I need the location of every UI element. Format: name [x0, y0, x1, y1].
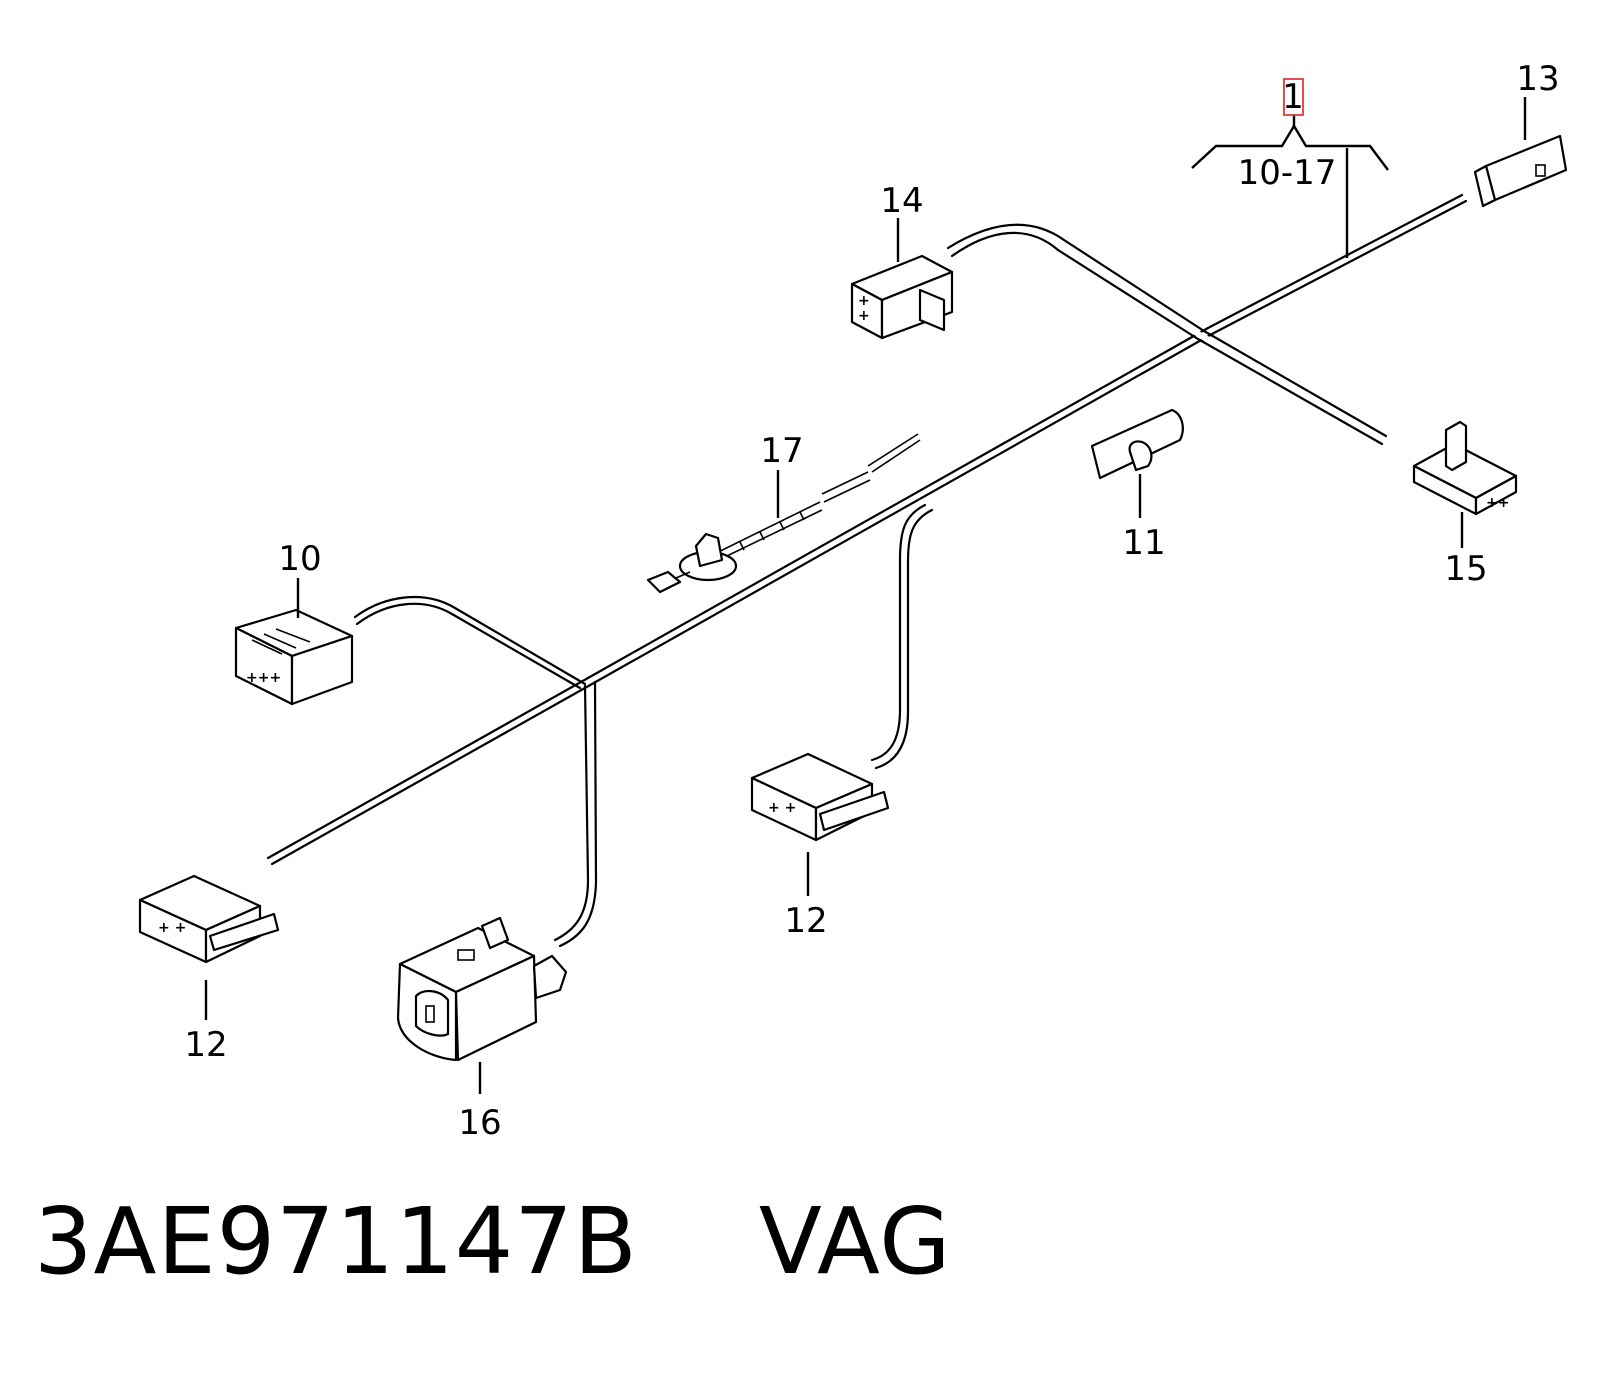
branch-12-mid-wire — [870, 503, 927, 762]
connector-13 — [1473, 134, 1568, 208]
svg-text:+: + — [858, 308, 870, 324]
callout-17[interactable]: 17 — [760, 431, 803, 471]
callout-14[interactable]: 14 — [880, 181, 923, 221]
callout-12-mid[interactable]: 12 — [784, 901, 827, 941]
svg-text:+ +: + + — [768, 800, 796, 816]
clip-11 — [1090, 408, 1184, 480]
svg-text:+++: +++ — [246, 670, 281, 686]
connector-14: + + — [850, 254, 954, 340]
connector-16 — [396, 916, 568, 1062]
callout-10[interactable]: 10 — [278, 539, 321, 579]
connector-10: +++ — [234, 608, 354, 706]
callout-12-left[interactable]: 12 — [184, 1025, 227, 1065]
callout-11[interactable]: 11 — [1122, 523, 1165, 563]
branch-16-wire — [553, 684, 590, 942]
svg-text:+ +: + + — [158, 920, 186, 936]
callout-16[interactable]: 16 — [458, 1103, 501, 1143]
main-trunk-wire — [266, 193, 1464, 860]
branch-10-wire — [353, 596, 587, 686]
main-assembly-highlight — [1283, 78, 1304, 116]
callout-13[interactable]: 13 — [1516, 59, 1559, 99]
part-number-caption: 3AE971147B VAG — [34, 1188, 952, 1295]
connector-12-mid: + + — [750, 752, 890, 842]
leader-lines — [204, 97, 1527, 1094]
callout-range[interactable]: 10-17 — [1238, 153, 1337, 193]
connector-12-left: + + — [138, 874, 280, 964]
branch-14-15-wire — [946, 223, 1388, 438]
svg-text:++: ++ — [1486, 495, 1509, 511]
callout-15[interactable]: 15 — [1444, 549, 1487, 589]
connector-15: ++ — [1412, 420, 1518, 516]
svg-text:+: + — [858, 293, 870, 309]
callout-main-assembly[interactable]: 1 — [1282, 77, 1304, 117]
part-17 — [646, 433, 921, 594]
callout-labels: 1 10-17 13 14 17 11 15 10 12 12 16 — [184, 59, 1559, 1143]
harness-wires — [266, 193, 1468, 948]
